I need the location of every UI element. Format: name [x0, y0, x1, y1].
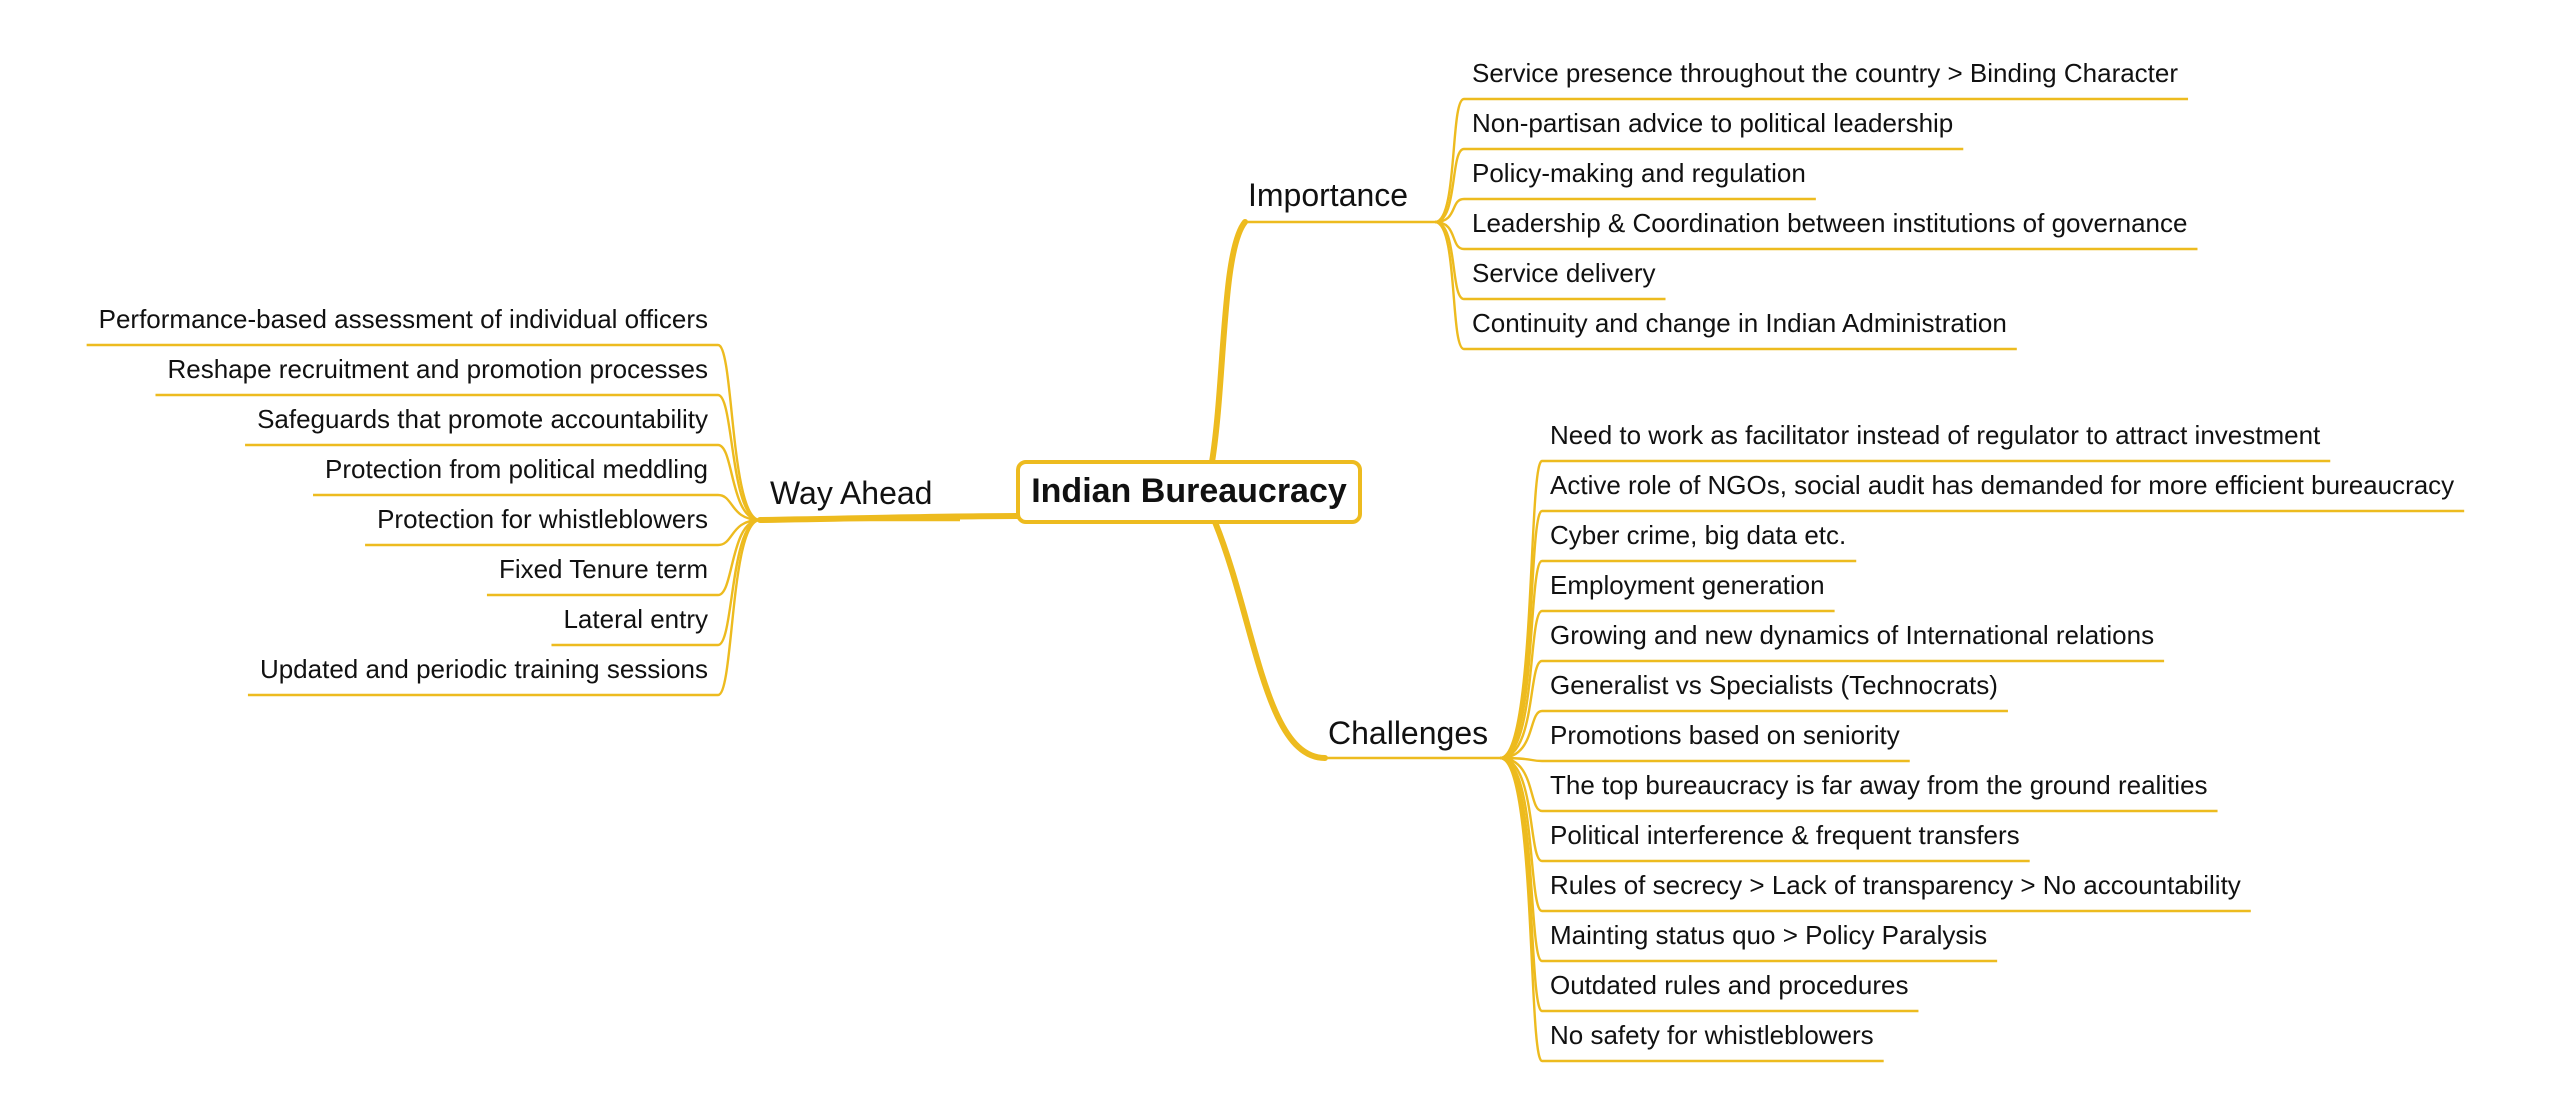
list-item-label: Need to work as facilitator instead of r… — [1550, 420, 2321, 450]
leaf-connectors — [716, 97, 1544, 1063]
list-item-label: Generalist vs Specialists (Technocrats) — [1550, 670, 1998, 700]
list-item-label: Performance-based assessment of individu… — [99, 304, 708, 334]
leaf-connector — [716, 343, 761, 522]
branch-importance-label: Importance — [1248, 177, 1408, 213]
list-item[interactable]: Protection from political meddling — [313, 454, 718, 497]
list-item[interactable]: Performance-based assessment of individu… — [86, 304, 718, 347]
leaf-connector — [1499, 756, 1544, 913]
branch-challenges[interactable]: Challenges — [1325, 715, 1500, 760]
list-item-label: Promotions based on seniority — [1550, 720, 1900, 750]
list-item[interactable]: Safeguards that promote accountability — [245, 404, 718, 447]
list-item-label: Reshape recruitment and promotion proces… — [167, 354, 708, 384]
list-item[interactable]: Cyber crime, big data etc. — [1542, 520, 1857, 563]
branch-challenges-label: Challenges — [1328, 715, 1488, 751]
list-item[interactable]: Active role of NGOs, social audit has de… — [1542, 470, 2465, 513]
leaf-connector — [1434, 147, 1465, 224]
list-item[interactable]: Fixed Tenure term — [486, 554, 718, 597]
list-item[interactable]: Leadership & Coordination between instit… — [1464, 208, 2198, 251]
root-node-box — [1016, 460, 1362, 524]
leaf-connector — [1499, 509, 1544, 760]
list-item-label: Active role of NGOs, social audit has de… — [1550, 470, 2454, 500]
root-node[interactable]: Indian Bureaucracy — [1016, 460, 1362, 524]
leaf-connector — [1499, 756, 1544, 1063]
list-item-label: Rules of secrecy > Lack of transparency … — [1550, 870, 2241, 900]
list-item-label: No safety for whistleblowers — [1550, 1020, 1874, 1050]
list-item[interactable]: Updated and periodic training sessions — [247, 654, 718, 697]
list-item-label: Continuity and change in Indian Administ… — [1472, 308, 2007, 338]
list-item[interactable]: Promotions based on seniority — [1542, 720, 1910, 763]
leaf-connector — [1499, 559, 1544, 760]
trunk-challenges — [1212, 519, 1328, 761]
list-item-label: Growing and new dynamics of Internationa… — [1550, 620, 2154, 650]
list-item[interactable]: Service presence throughout the country … — [1464, 58, 2189, 101]
list-item-label: Service delivery — [1472, 258, 1656, 288]
leaf-connector — [1499, 459, 1544, 760]
list-item[interactable]: Protection for whistleblowers — [365, 504, 718, 547]
list-item-label: Political interference & frequent transf… — [1550, 820, 2020, 850]
leaf-connector — [1499, 609, 1543, 760]
way-ahead-items: Performance-based assessment of individu… — [86, 304, 718, 697]
list-item[interactable]: Mainting status quo > Policy Paralysis — [1542, 920, 1998, 963]
list-item-label: Employment generation — [1550, 570, 1825, 600]
list-item-label: Lateral entry — [563, 604, 708, 634]
list-item[interactable]: No safety for whistleblowers — [1542, 1020, 1884, 1063]
list-item-label: Mainting status quo > Policy Paralysis — [1550, 920, 1987, 950]
list-item-label: Service presence throughout the country … — [1472, 58, 2178, 88]
leaf-connector — [717, 443, 761, 522]
list-item[interactable]: The top bureaucracy is far away from the… — [1542, 770, 2218, 813]
branch-way-ahead[interactable]: Way Ahead — [760, 475, 960, 522]
list-item-label: Safeguards that promote accountability — [257, 404, 708, 434]
list-item[interactable]: Rules of secrecy > Lack of transparency … — [1542, 870, 2251, 913]
list-item[interactable]: Generalist vs Specialists (Technocrats) — [1542, 670, 2008, 713]
list-item[interactable]: Outdated rules and procedures — [1542, 970, 1919, 1013]
leaf-connector — [1499, 709, 1543, 760]
leaf-connector — [1434, 220, 1465, 351]
trunk-importance — [1209, 219, 1248, 465]
list-item-label: Policy-making and regulation — [1472, 158, 1806, 188]
list-item-label: Updated and periodic training sessions — [260, 654, 708, 684]
list-item-label: Protection from political meddling — [325, 454, 708, 484]
list-item-label: Protection for whistleblowers — [377, 504, 708, 534]
list-item[interactable]: Reshape recruitment and promotion proces… — [155, 354, 718, 397]
list-item[interactable]: Policy-making and regulation — [1464, 158, 1816, 201]
challenges-items: Need to work as facilitator instead of r… — [1542, 420, 2465, 1063]
list-item-label: Outdated rules and procedures — [1550, 970, 1908, 1000]
leaf-connector — [717, 493, 761, 522]
list-item[interactable]: Continuity and change in Indian Administ… — [1464, 308, 2017, 351]
list-item[interactable]: Need to work as facilitator instead of r… — [1542, 420, 2331, 463]
importance-items: Service presence throughout the country … — [1464, 58, 2198, 351]
leaf-connector — [717, 393, 761, 522]
branch-way-ahead-label: Way Ahead — [770, 475, 932, 511]
branch-importance[interactable]: Importance — [1245, 177, 1435, 224]
list-item[interactable]: Lateral entry — [551, 604, 718, 647]
leaf-connector — [716, 518, 761, 697]
list-item[interactable]: Growing and new dynamics of Internationa… — [1542, 620, 2165, 663]
list-item[interactable]: Service delivery — [1464, 258, 1666, 301]
list-item-label: Leadership & Coordination between instit… — [1472, 208, 2187, 238]
list-item-label: Non-partisan advice to political leaders… — [1472, 108, 1953, 138]
leaf-connector — [1499, 659, 1543, 760]
list-item[interactable]: Political interference & frequent transf… — [1542, 820, 2030, 863]
list-item[interactable]: Employment generation — [1542, 570, 1835, 613]
list-item-label: Cyber crime, big data etc. — [1550, 520, 1846, 550]
list-item-label: Fixed Tenure term — [499, 554, 708, 584]
list-item-label: The top bureaucracy is far away from the… — [1550, 770, 2208, 800]
list-item[interactable]: Non-partisan advice to political leaders… — [1464, 108, 1964, 151]
leaf-connector — [1434, 97, 1465, 224]
root-node-label: Indian Bureaucracy — [1031, 472, 1347, 510]
